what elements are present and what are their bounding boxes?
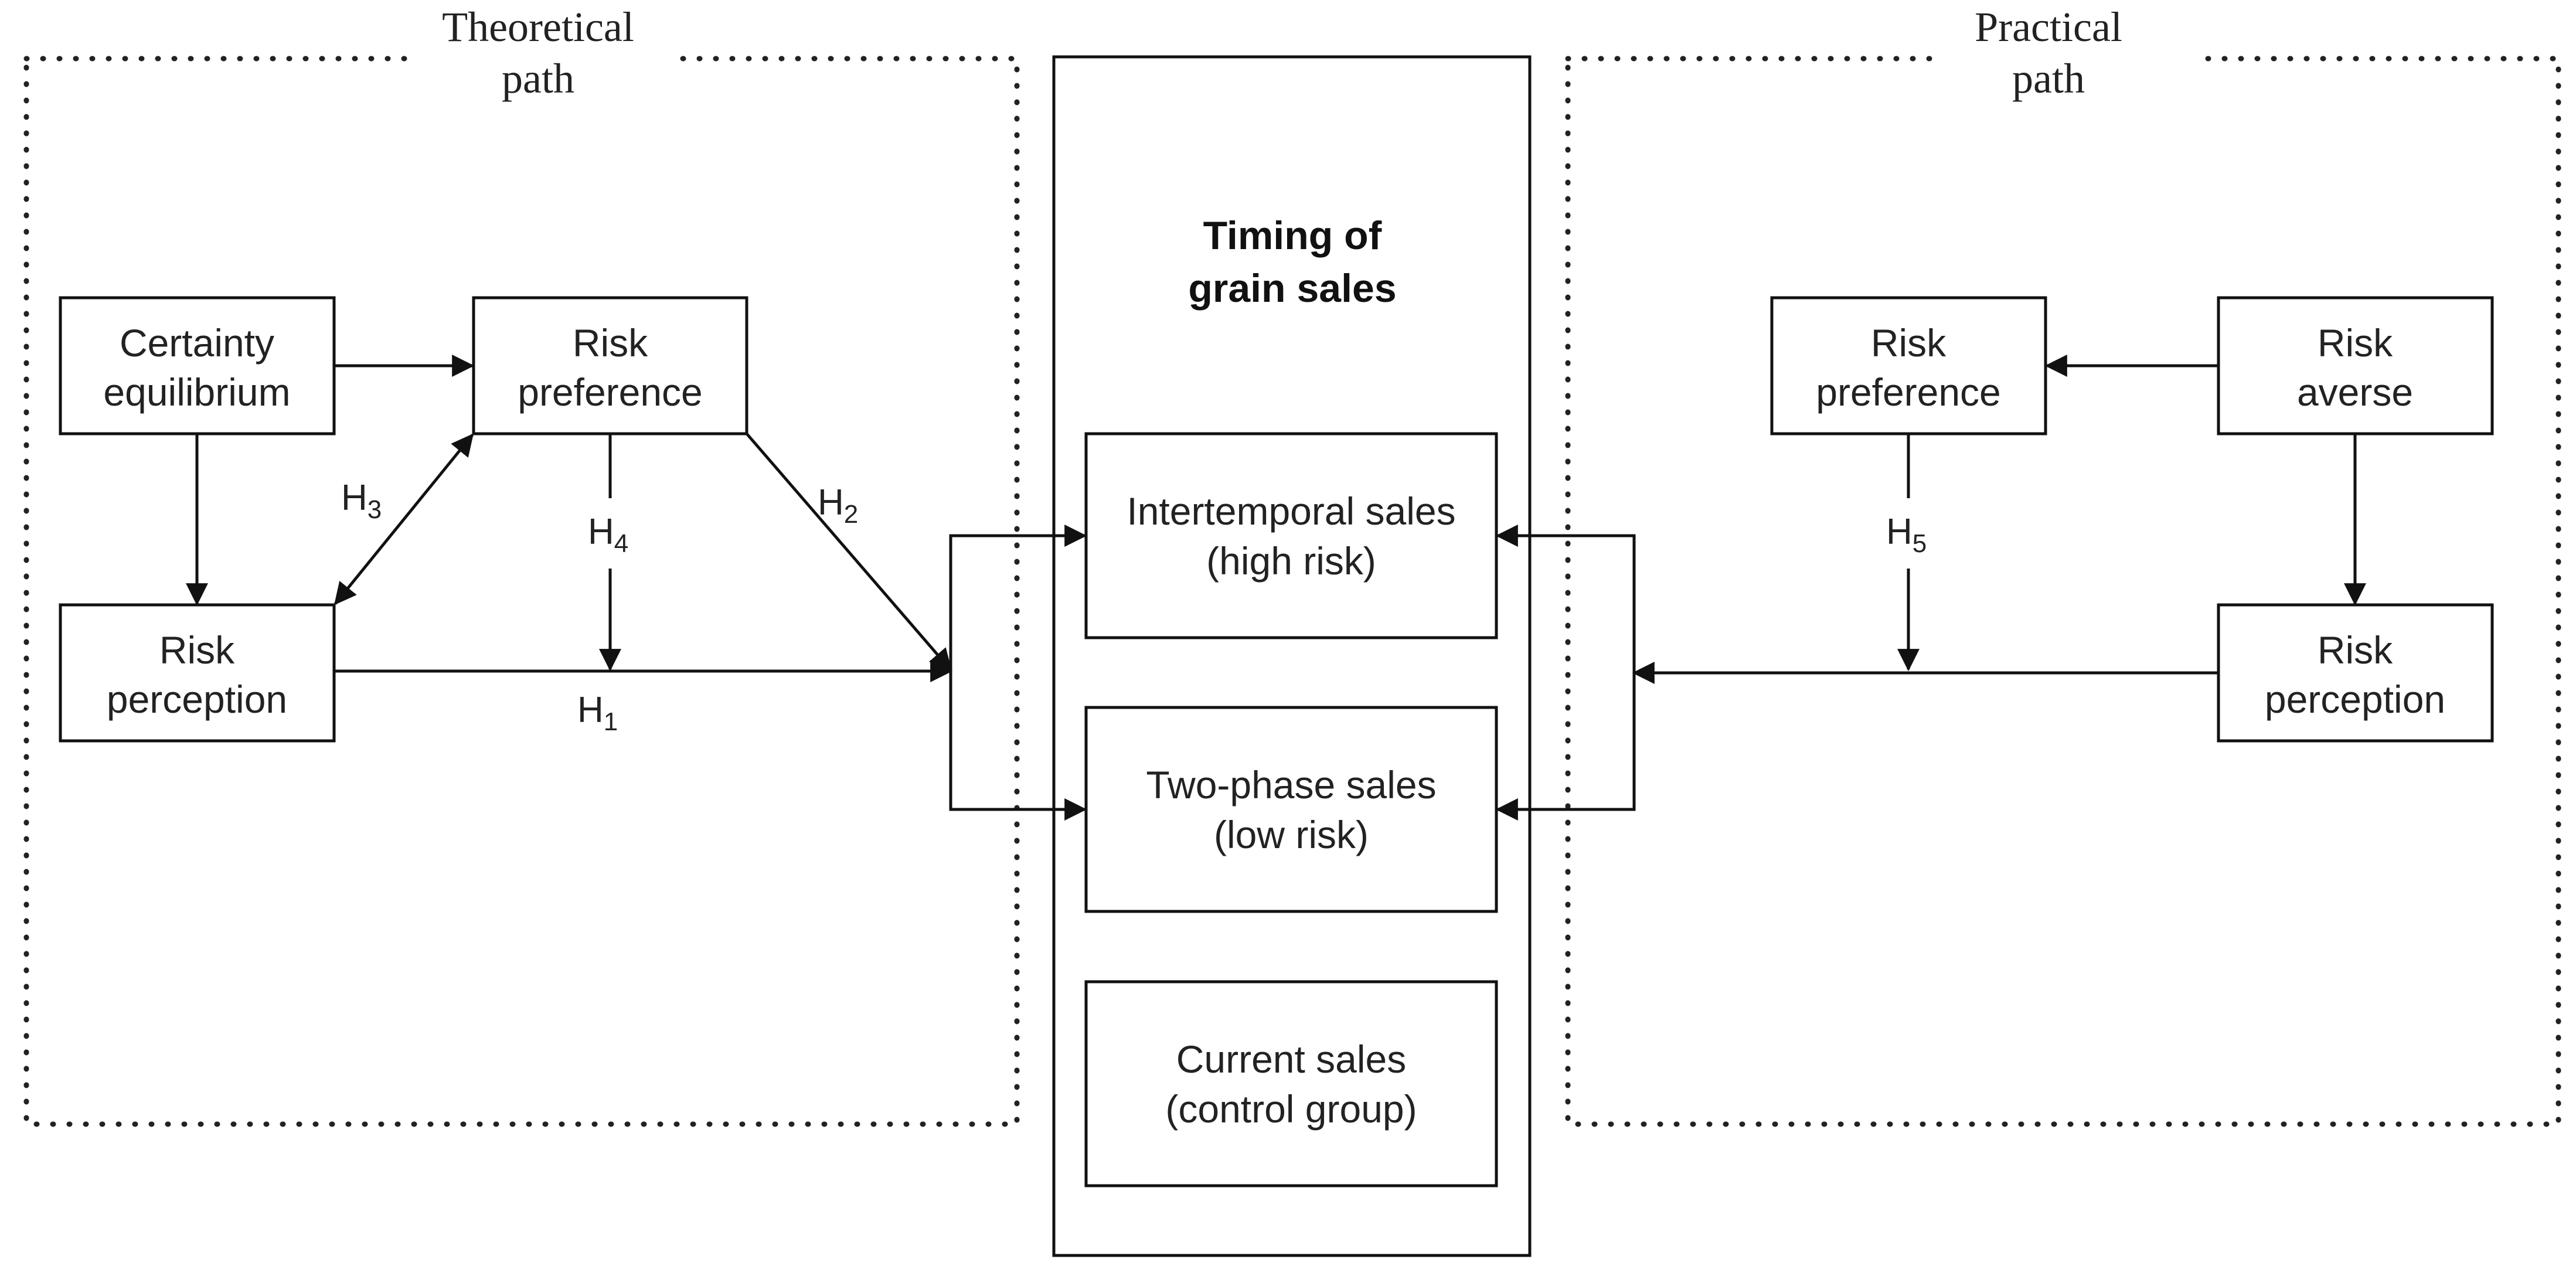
left-risk-perception-box: Risk perception: [59, 603, 336, 743]
right-risk-perception-label-line2: perception: [2265, 678, 2445, 721]
two-phase-sales-label: Two-phase sales: [1146, 763, 1436, 806]
timing-title-line1: Timing of: [1203, 213, 1382, 258]
theoretical-path-region: [23, 56, 1020, 1127]
current-sales-box: Current sales (control group): [1084, 980, 1498, 1187]
right-risk-preference-label-line1: Risk: [1871, 321, 1947, 365]
certainty-equilibrium-box: Certainty equilibrium: [59, 296, 336, 435]
left-risk-preference-box: Risk preference: [472, 296, 748, 435]
practical-path-label-line1: Practical: [1975, 4, 2122, 50]
arrow-h2-riskpref-to-sales: [746, 433, 952, 672]
hypothesis-h5-label: H5: [1886, 512, 1927, 558]
right-risk-perception-label-line1: Risk: [2318, 628, 2393, 672]
intertemporal-sales-sublabel: (high risk): [1206, 539, 1376, 583]
current-sales-sublabel: (control group): [1165, 1087, 1417, 1131]
arrow-h3-riskperc-riskpref: [334, 433, 474, 605]
theoretical-path-label-line2: path: [502, 55, 574, 102]
left-risk-perception-label-line2: perception: [107, 678, 287, 721]
theoretical-path-label-line1: Theoretical: [442, 4, 634, 50]
timing-title-line2: grain sales: [1188, 266, 1396, 311]
left-bracket-to-two-phase: [949, 671, 1087, 821]
certainty-equilibrium-label-line2: equilibrium: [103, 370, 290, 414]
practical-path-region: [1565, 56, 2561, 1127]
intertemporal-sales-box: Intertemporal sales (high risk): [1084, 432, 1498, 639]
left-risk-preference-label-line1: Risk: [573, 321, 648, 365]
right-risk-preference-label-line2: preference: [1816, 370, 2001, 414]
two-phase-sales-box: Two-phase sales (low risk): [1084, 706, 1498, 913]
current-sales-label: Current sales: [1176, 1037, 1407, 1081]
left-risk-perception-label-line1: Risk: [159, 628, 235, 672]
risk-averse-label-line1: Risk: [2318, 321, 2393, 365]
hypothesis-h2-label: H2: [818, 482, 858, 529]
right-bracket-to-two-phase: [1495, 673, 1636, 821]
two-phase-sales-sublabel: (low risk): [1214, 813, 1369, 856]
certainty-equilibrium-label-line1: Certainty: [120, 321, 274, 365]
left-risk-preference-label-line2: preference: [518, 370, 703, 414]
hypothesis-h1-label: H1: [577, 690, 618, 736]
right-risk-preference-box: Risk preference: [1770, 296, 2047, 435]
hypothesis-h4-label: H4: [588, 512, 628, 558]
practical-path-label-line2: path: [2012, 55, 2085, 102]
right-risk-perception-box: Risk perception: [2217, 603, 2494, 743]
risk-averse-label-line2: averse: [2297, 370, 2413, 414]
risk-averse-box: Risk averse: [2217, 296, 2494, 435]
intertemporal-sales-label: Intertemporal sales: [1127, 489, 1455, 533]
hypothesis-h3-label: H3: [341, 478, 382, 524]
